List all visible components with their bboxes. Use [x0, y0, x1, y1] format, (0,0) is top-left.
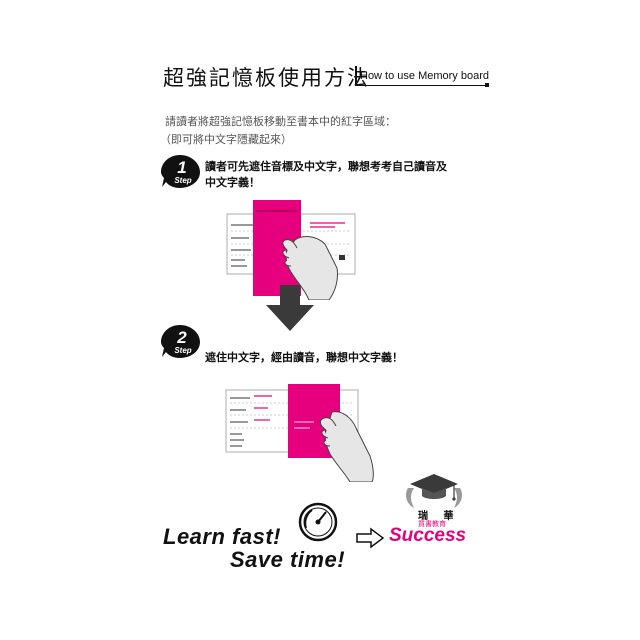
page-title: 超強記憶板使用方法	[163, 66, 370, 90]
step-1-text-line-2: 中文字義！	[205, 176, 260, 189]
graduation-cap-logo-icon	[406, 474, 462, 508]
step-2-text: 遮住中文字，經由讀音，聯想中文字義！	[205, 351, 403, 364]
stopwatch-icon	[298, 502, 338, 542]
brand-name: 瑞 華	[418, 511, 460, 522]
step-1-text-line-1: 讀者可先遮住音標及中文字，聯想考考自己讀音及	[205, 160, 447, 173]
subtitle-underline	[357, 85, 488, 86]
step-1-illustration	[226, 200, 356, 300]
step-1-number: 1	[177, 158, 186, 177]
intro-line-1: 請讀者將超強記憶板移動至書本中的紅字區域：	[165, 115, 396, 128]
down-arrow-icon	[266, 285, 314, 331]
title-separator	[355, 66, 357, 86]
step-1-badge: 1 Step	[161, 155, 200, 188]
intro-line-2: （即可將中文字隱藏起來）	[160, 133, 292, 146]
step-2-number: 2	[176, 328, 187, 347]
slogan-learn-fast: Learn fast!	[163, 524, 281, 549]
page-subtitle-en: How to use Memory board	[360, 70, 489, 82]
slogan-save-time: Save time!	[230, 547, 346, 572]
step-2-badge: 2 Step	[161, 325, 200, 358]
brand-subtitle: 買書教育	[418, 520, 446, 528]
step-2-badge-label: Step	[174, 346, 191, 355]
success-text: Success	[389, 525, 467, 546]
right-arrow-icon	[356, 527, 385, 549]
step-2-illustration	[225, 384, 374, 482]
subtitle-end-dot	[485, 83, 489, 87]
step-1-badge-label: Step	[174, 176, 191, 185]
